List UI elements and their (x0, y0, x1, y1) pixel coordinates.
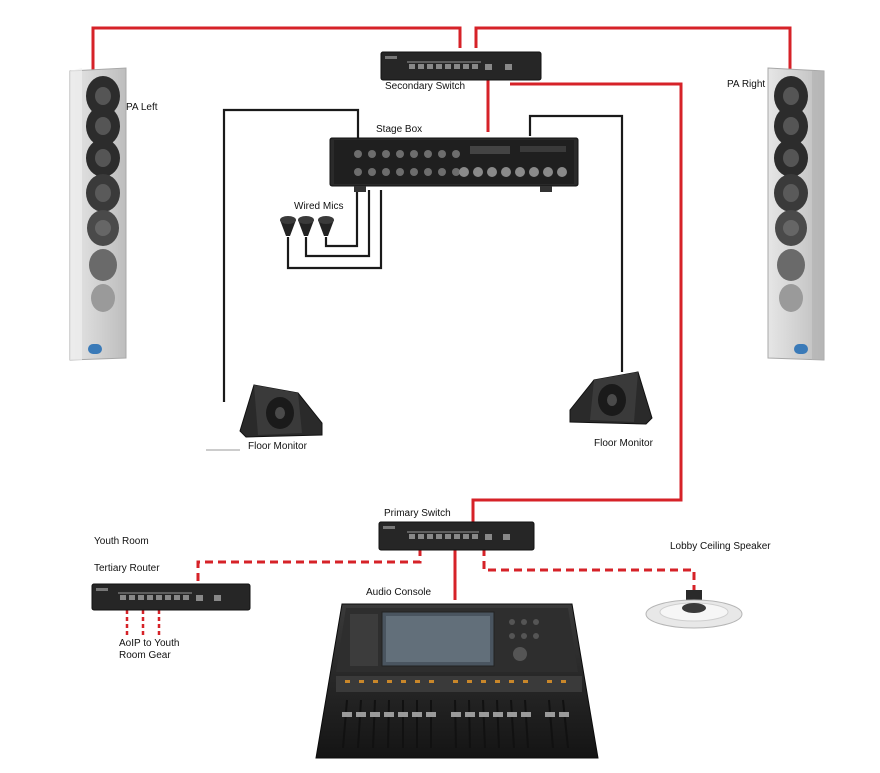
label-pa-left: PA Left (126, 102, 158, 113)
cable-mic-2 (304, 190, 371, 258)
label-youth-room: Youth Room (94, 536, 149, 547)
label-wired-mics: Wired Mics (294, 201, 344, 212)
label-pa-right: PA Right (727, 79, 766, 90)
xlr-inputs (354, 150, 460, 176)
lobby-ceiling-speaker-device (645, 590, 743, 629)
label-aoip-youth: AoIP to Youth Room Gear (119, 638, 180, 661)
console-faders (342, 699, 569, 749)
cable-pa-right-to-secondary (474, 26, 792, 70)
cable-pa-left-to-secondary (91, 26, 462, 70)
network-cables (91, 26, 792, 636)
label-primary-switch: Primary Switch (384, 508, 451, 519)
drivers (86, 76, 120, 312)
stage-box-device (329, 137, 579, 192)
drivers (774, 76, 808, 312)
cable-primary-to-tertiary (196, 548, 422, 584)
console-channel-strips (336, 676, 582, 692)
floor-monitor-left (239, 384, 323, 438)
microphone-icon (318, 216, 334, 236)
microphone-icon (280, 216, 296, 236)
cable-secondary-to-primary (471, 82, 683, 524)
floor-monitor-right (569, 371, 653, 425)
secondary-switch-device (380, 51, 542, 81)
cable-primary-to-lobby (482, 548, 696, 590)
pa-right-speaker (767, 67, 825, 361)
xlr-outputs (459, 167, 567, 177)
label-floor-monitor-right: Floor Monitor (594, 438, 653, 449)
cable-stagebox-to-monitor-left (222, 108, 360, 402)
microphone-icon (298, 216, 314, 236)
pa-left-speaker (69, 67, 127, 361)
label-floor-monitor-left: Floor Monitor (248, 441, 307, 452)
cable-mic-1 (286, 190, 383, 270)
cable-mic-3 (324, 190, 359, 248)
audio-cables (222, 108, 624, 402)
cable-stagebox-to-monitor-right (528, 114, 624, 372)
tertiary-router-device (91, 583, 251, 611)
label-lobby-ceiling-speaker: Lobby Ceiling Speaker (670, 541, 771, 552)
label-stage-box: Stage Box (376, 124, 423, 135)
label-secondary-switch: Secondary Switch (385, 81, 466, 92)
label-tertiary-router: Tertiary Router (94, 563, 160, 574)
audio-console-device (315, 603, 599, 759)
wired-mics (280, 216, 334, 236)
primary-switch-device (378, 521, 535, 551)
console-encoders (509, 619, 539, 661)
label-audio-console: Audio Console (366, 587, 432, 598)
